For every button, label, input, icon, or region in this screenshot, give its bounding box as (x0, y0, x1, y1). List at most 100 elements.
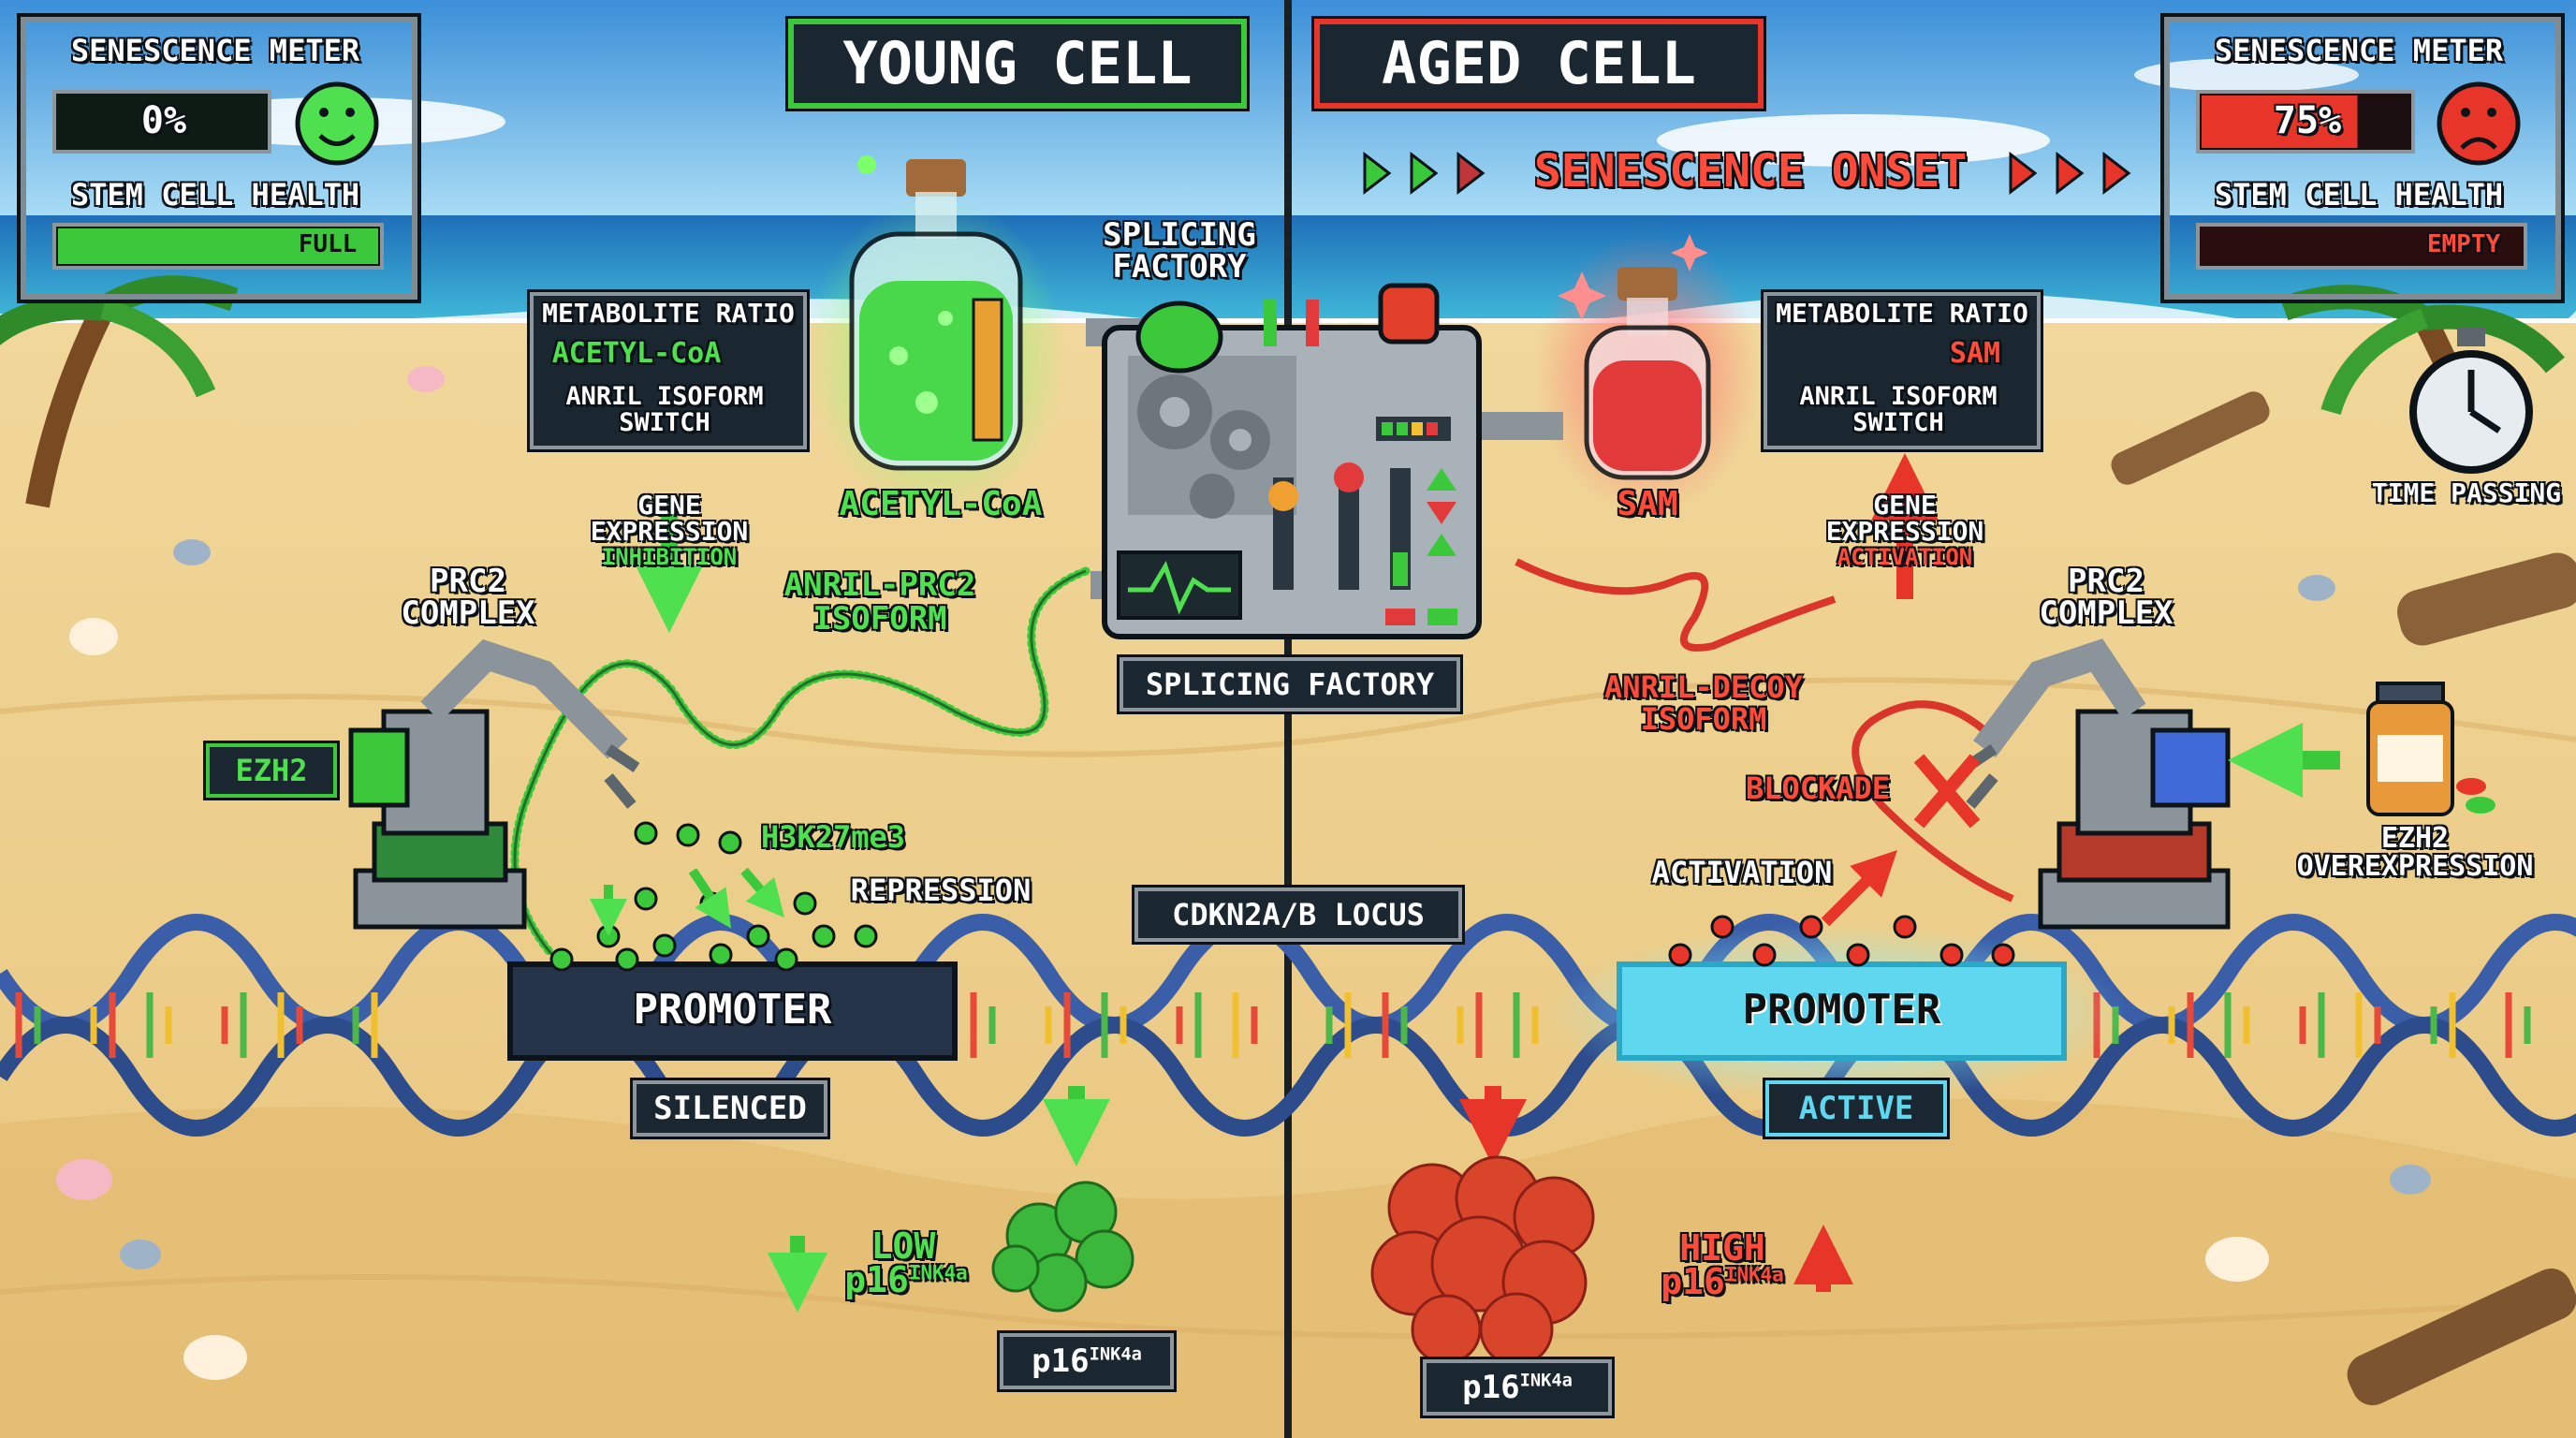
p16-protein-high-icon (1370, 1155, 1595, 1367)
anril-decoy-rna-tail (1852, 700, 2014, 902)
ezh2-overexpression-label-1: EZH2 (2380, 822, 2450, 855)
young-gene-expression-2: EXPRESSION (590, 516, 749, 547)
high-p16-label-2: p16INK4a (1661, 1261, 1784, 1302)
aged-metabolite-value: SAM (1949, 337, 2001, 370)
activation-label: ACTIVATION (1651, 855, 1833, 890)
left-senescence-meter-panel (21, 17, 417, 300)
p16-protein-low-icon (991, 1181, 1134, 1313)
h3k27me3-label: H3K27me3 (760, 819, 906, 855)
splicing-factory-top-1: SPLICING (1103, 216, 1256, 254)
pebble (2390, 1165, 2431, 1195)
blockade-label: BLOCKADE (1745, 770, 1891, 806)
ezh2-label: EZH2 (206, 743, 337, 798)
seashell (69, 618, 118, 655)
stopwatch-icon (2409, 328, 2533, 474)
activation-arrow (1821, 850, 1897, 927)
anril-decoy-label-2: ISOFORM (1640, 701, 1767, 737)
repression-arrows (590, 867, 785, 936)
senescence-onset-label: SENESCENCE ONSET (1533, 145, 1968, 198)
splicing-factory-top-2: FACTORY (1112, 248, 1247, 286)
dna-helix (0, 914, 2576, 1137)
driftwood-log (2347, 1268, 2576, 1406)
aged-metabolite-panel (1764, 292, 2041, 449)
sam-flask-label: SAM (1617, 485, 1678, 523)
seashell (56, 1159, 112, 1200)
low-p16-label-2: p16INK4a (844, 1259, 968, 1300)
low-p16-label-1: LOW (871, 1225, 936, 1267)
aged-prc2-label-1: PRC2 (2068, 563, 2144, 600)
young-prc2-label-1: PRC2 (430, 563, 506, 600)
pebble (2298, 575, 2335, 601)
young-isoform-switch: ANRIL ISOFORM SWITCH (565, 382, 764, 438)
pebble (173, 539, 211, 565)
silenced-label: SILENCED (633, 1080, 827, 1137)
anril-prc2-label-1: ANRIL-PRC2 (783, 566, 976, 604)
seashell (2205, 1237, 2269, 1282)
young-gene-expression-1: GENE (637, 490, 701, 521)
sad-face-icon (2437, 81, 2521, 166)
acetyl-coa-flask-label: ACETYL-CoA (839, 485, 1043, 523)
ezh2-overexpression-label-2: OVEREXPRESSION (2296, 850, 2534, 883)
right-health-bar (2196, 223, 2527, 270)
aged-metabolite-title: METABOLITE RATIO (1776, 298, 2028, 329)
time-passing-label: TIME PASSING (2371, 477, 2562, 508)
right-health-label: STEM CELL HEALTH (2214, 177, 2504, 213)
right-meter-value: 75% (2273, 99, 2342, 142)
left-health-label: STEM CELL HEALTH (70, 177, 360, 213)
left-health-status: FULL (298, 230, 358, 258)
pill-bottle-icon (2366, 682, 2496, 816)
right-senescence-meter-bar (2196, 90, 2415, 154)
left-health-bar (52, 223, 384, 270)
activation-marks (1668, 915, 2015, 967)
driftwood-log (2397, 552, 2576, 646)
left-meter-title: SENESCENCE METER (70, 33, 360, 68)
promoter-silenced-box (507, 961, 958, 1061)
driftwood-log (2111, 391, 2270, 485)
prc2-complex-robot-arm-icon (348, 638, 640, 930)
prc2-complex-robot-arm-aged-icon (1962, 638, 2231, 930)
high-p16-label-1: HIGH (1679, 1227, 1765, 1269)
aged-isoform-switch: ANRIL ISOFORM SWITCH (1799, 382, 1998, 438)
aged-cell-title: AGED CELL (1314, 19, 1764, 109)
cdkn2ab-locus-label: CDKN2A/B LOCUS (1134, 888, 1462, 942)
sam-flask-icon (1535, 234, 1760, 515)
p16-high-label: p16INK4a (1423, 1359, 1612, 1416)
young-cell-title: YOUNG CELL (788, 19, 1247, 109)
young-gene-expression-3: INHIBITION (601, 544, 738, 570)
young-metabolite-value: ACETYL-CoA (551, 337, 722, 370)
h3k27me3-marks (549, 821, 878, 972)
aged-prc2-label-2: COMPLEX (2039, 594, 2174, 632)
left-meter-value: 0% (140, 99, 187, 142)
happy-face-icon (295, 81, 379, 166)
young-metabolite-panel (530, 292, 807, 449)
aged-gene-expression-2: EXPRESSION (1825, 516, 1984, 547)
right-senescence-meter-panel (2164, 17, 2561, 300)
young-metabolite-title: METABOLITE RATIO (542, 298, 795, 329)
anril-prc2-label-2: ISOFORM (812, 600, 947, 638)
aged-gene-expression-3: ACTIVATION (1837, 544, 1973, 570)
seashell (407, 366, 445, 392)
left-senescence-meter-bar (52, 90, 271, 154)
promoter-silenced-text: PROMOTER (633, 986, 832, 1034)
anril-decoy-rna-strand (1515, 558, 1837, 652)
splicing-factory-machine-icon (1086, 283, 1563, 639)
splicing-factory-label: SPLICING FACTORY (1120, 657, 1460, 712)
promoter-active-text: PROMOTER (1742, 986, 1941, 1034)
right-health-status: EMPTY (2426, 230, 2501, 258)
acetyl-coa-flask-icon (805, 155, 1067, 515)
blockade-x-icon (1913, 754, 1981, 829)
active-label: ACTIVE (1765, 1080, 1947, 1137)
aged-gene-expression-1: GENE (1873, 490, 1937, 521)
senescence-onset-arrows-left (1363, 151, 1486, 196)
promoter-active-box (1617, 961, 2067, 1061)
repression-label: REPRESSION (850, 873, 1032, 908)
center-divider (1284, 0, 1292, 1438)
senescence-onset-arrows-right (2009, 151, 2131, 196)
p16-low-label: p16INK4a (1000, 1333, 1174, 1389)
seashell (183, 1335, 247, 1380)
young-prc2-label-2: COMPLEX (401, 594, 535, 632)
pebble (120, 1240, 161, 1269)
anril-decoy-label-1: ANRIL-DECOY (1604, 669, 1803, 705)
right-meter-title: SENESCENCE METER (2214, 33, 2504, 68)
